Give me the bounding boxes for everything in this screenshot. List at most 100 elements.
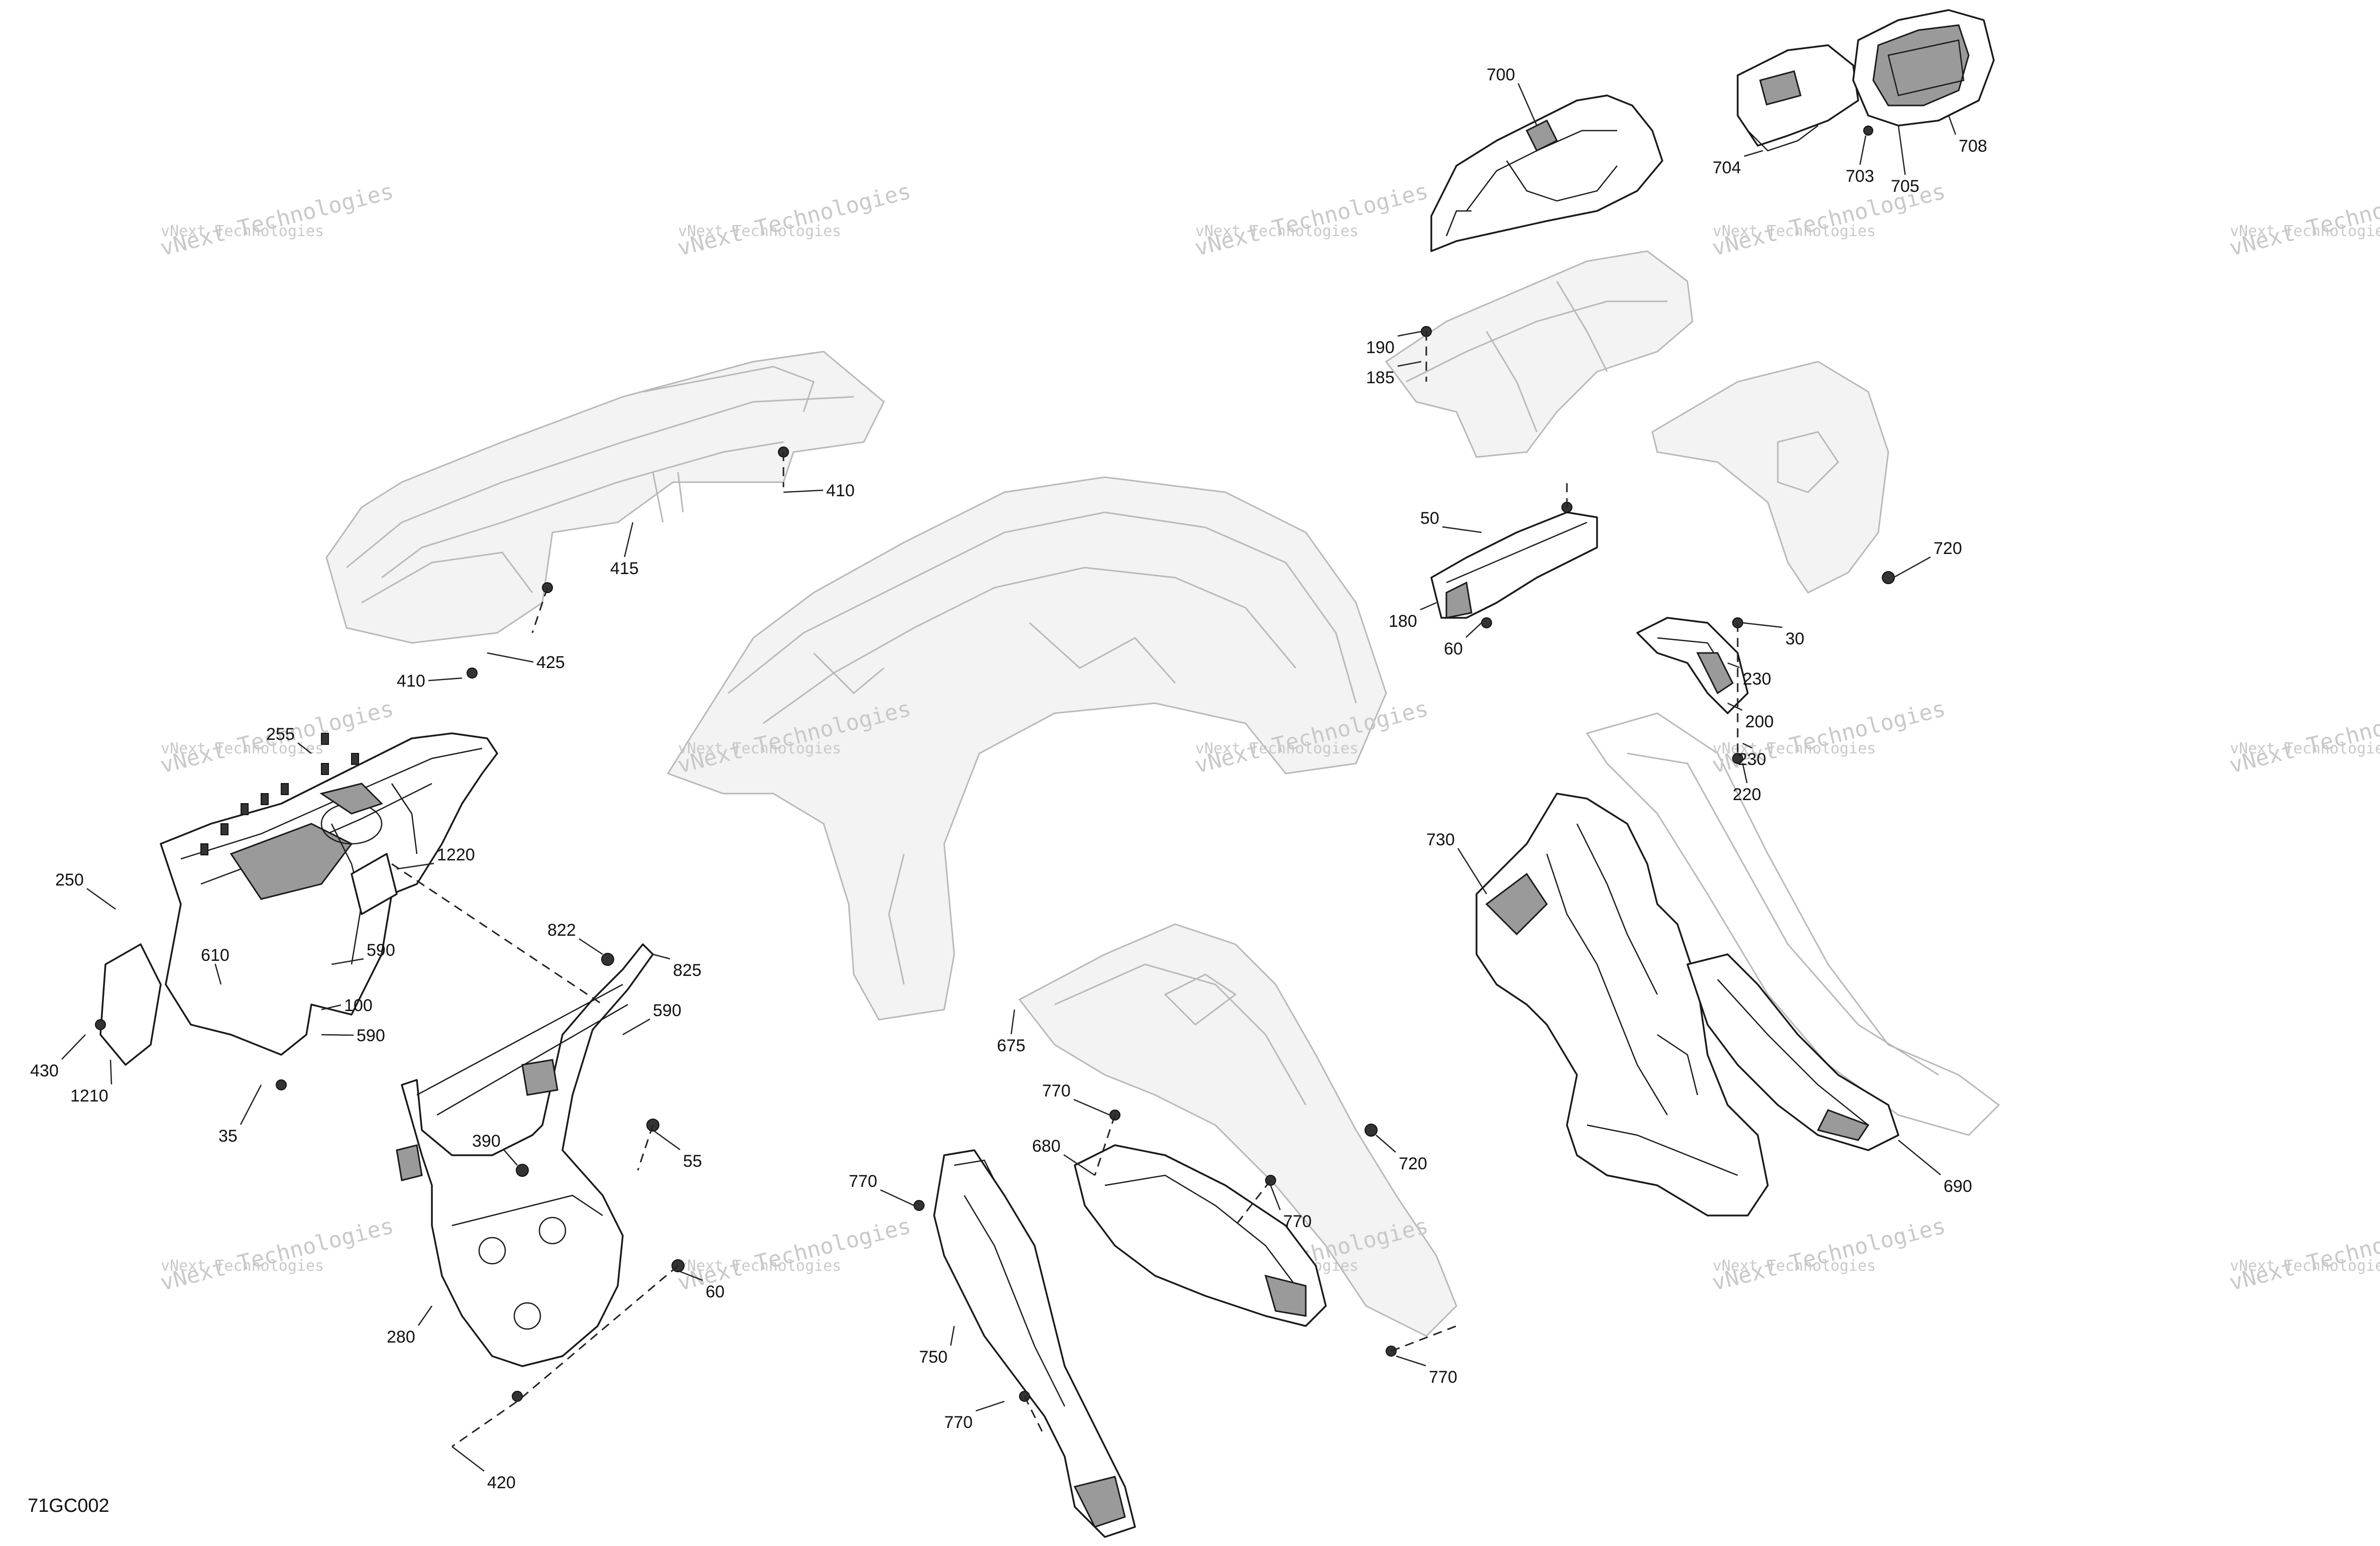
ghost-right-side-panel — [1585, 361, 2000, 1136]
console-fasteners — [200, 733, 359, 855]
callout-610: 610 — [201, 946, 230, 965]
watermark-large: vNext Technologies — [1192, 178, 1431, 261]
callout-720-bottom-leader — [1376, 1135, 1396, 1153]
callout-750: 750 — [919, 1348, 948, 1367]
bracket-200 — [1636, 617, 1749, 714]
callout-410-top-leader — [783, 489, 824, 493]
callout-705-leader — [1897, 125, 1906, 175]
callout-55: 55 — [683, 1152, 702, 1171]
callout-280: 280 — [387, 1328, 415, 1347]
panel-1210 — [99, 943, 162, 1066]
callout-390-leader — [503, 1149, 518, 1166]
assembly-lines — [391, 332, 1739, 1448]
callout-410-bottom-leader — [428, 677, 463, 682]
callout-180: 180 — [1389, 612, 1417, 631]
callout-35: 35 — [218, 1127, 238, 1146]
callout-770-b: 770 — [1283, 1212, 1312, 1231]
center-panel-680 — [1074, 1144, 1327, 1327]
callout-30-leader — [1742, 622, 1783, 628]
watermark-small: vNext Technologies — [678, 223, 841, 240]
callout-1210: 1210 — [70, 1086, 108, 1106]
watermark-small: vNext Technologies — [678, 740, 841, 757]
callout-190-leader — [1397, 330, 1422, 337]
callout-770-b-leader — [1270, 1185, 1281, 1210]
callout-590-c: 590 — [653, 1001, 682, 1020]
callout-770-c-leader — [880, 1189, 915, 1206]
callout-720-top: 720 — [1934, 539, 1962, 558]
callout-708-leader — [1948, 115, 1957, 135]
callout-200: 200 — [1745, 712, 1774, 731]
screw-703 — [1863, 126, 1873, 136]
gauge-bracket — [1737, 44, 1859, 152]
callout-730: 730 — [1426, 830, 1455, 849]
callout-100: 100 — [344, 996, 373, 1015]
watermark-small: vNext Technologies — [1195, 223, 1358, 240]
callout-730-leader — [1457, 848, 1488, 895]
callout-680-leader — [1063, 1154, 1095, 1176]
callout-190: 190 — [1366, 338, 1395, 357]
callout-230-upper-leader — [1727, 662, 1740, 669]
callout-705: 705 — [1891, 177, 1919, 196]
callout-825: 825 — [673, 961, 702, 980]
callout-230-lower: 230 — [1738, 750, 1766, 769]
watermark-small: vNext Technologies — [2230, 740, 2380, 757]
callout-690-leader — [1898, 1140, 1941, 1175]
watermark-large: vNext Technologies — [675, 178, 914, 261]
side-trim-690 — [1686, 953, 1899, 1151]
callout-770-a: 770 — [1042, 1081, 1071, 1100]
callout-410-bottom: 410 — [397, 672, 425, 691]
rack-support-bracket — [396, 943, 654, 1367]
callout-425: 425 — [536, 653, 565, 672]
watermark-small: vNext Technologies — [161, 1257, 324, 1275]
gauge-cluster — [1852, 9, 1995, 127]
callout-415: 415 — [610, 559, 639, 578]
callout-50-leader — [1442, 526, 1482, 533]
diagram-code: 71GC002 — [28, 1495, 109, 1516]
callout-1220-leader — [396, 862, 434, 870]
ghost-front-panel — [1018, 923, 1457, 1337]
callout-425-leader — [487, 652, 534, 663]
callout-30: 30 — [1785, 629, 1804, 648]
callout-180-leader — [1420, 602, 1437, 611]
callout-250: 250 — [55, 870, 84, 890]
callout-610-leader — [214, 963, 222, 985]
callout-675: 675 — [997, 1036, 1026, 1055]
callout-700-leader — [1517, 83, 1538, 126]
callout-770-d-leader — [1396, 1355, 1426, 1367]
callout-420: 420 — [487, 1473, 516, 1492]
watermark-large: vNext Technologies — [1710, 1213, 1948, 1296]
callout-50: 50 — [1420, 509, 1439, 528]
console-trim-750 — [933, 1149, 1136, 1538]
callout-680: 680 — [1032, 1137, 1061, 1156]
callout-55-leader — [652, 1129, 681, 1151]
callout-220-leader — [1742, 763, 1748, 784]
watermark-large: vNext Technologies — [2227, 178, 2380, 261]
callout-704-leader — [1744, 150, 1763, 157]
callout-230-upper: 230 — [1743, 670, 1771, 689]
callout-60-rack-leader — [677, 1270, 703, 1281]
watermark-small: vNext Technologies — [2230, 223, 2380, 240]
callout-770-c: 770 — [849, 1172, 877, 1191]
callout-430: 430 — [30, 1061, 59, 1080]
callout-700: 700 — [1487, 65, 1515, 84]
callout-200-leader — [1727, 702, 1743, 711]
callout-415-leader — [624, 522, 634, 558]
panel-1220 — [351, 853, 398, 915]
leader-lines — [61, 83, 1957, 1472]
callout-720-bottom: 720 — [1399, 1154, 1427, 1173]
front-hood-cover — [1430, 94, 1663, 252]
ghost-rear-rack — [325, 351, 885, 644]
callout-770-e: 770 — [944, 1413, 973, 1432]
callout-390: 390 — [472, 1132, 501, 1151]
watermark-large: vNext Technologies — [2227, 696, 2380, 779]
watermark-small: vNext Technologies — [161, 223, 324, 240]
front-console — [160, 732, 498, 1056]
